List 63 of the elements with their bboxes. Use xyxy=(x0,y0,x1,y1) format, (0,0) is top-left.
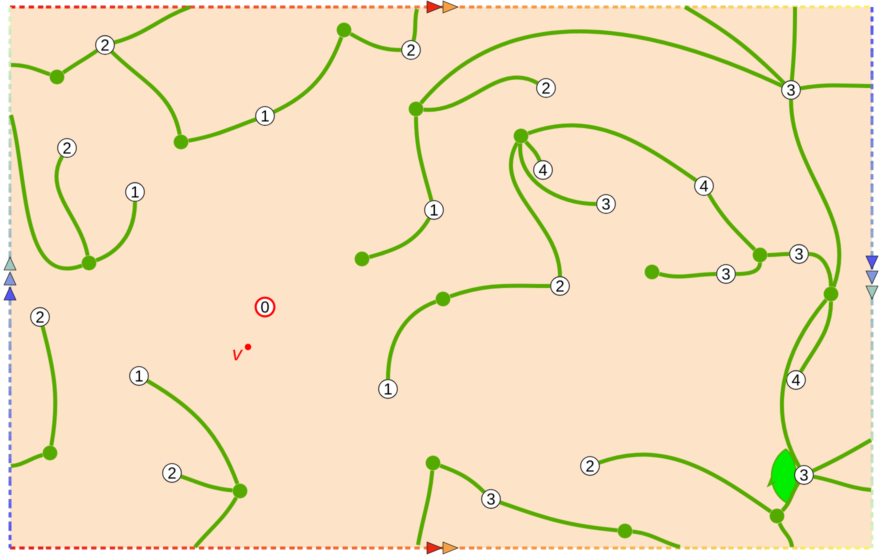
curve xyxy=(684,5,786,85)
curve xyxy=(188,117,257,143)
curve xyxy=(10,63,51,76)
curve xyxy=(813,474,872,492)
vertex-dot xyxy=(42,446,58,460)
curve xyxy=(780,482,800,512)
curve xyxy=(110,50,182,135)
curve xyxy=(499,500,618,532)
vertex-dot xyxy=(770,508,784,524)
curve xyxy=(598,452,772,514)
vertex-dot xyxy=(354,252,370,266)
curve xyxy=(790,6,797,80)
vertex-dot xyxy=(336,22,352,38)
vertex-dot xyxy=(426,456,440,470)
curve xyxy=(812,438,872,473)
curve xyxy=(386,300,437,380)
curve xyxy=(800,83,872,90)
curve xyxy=(368,217,431,259)
curve xyxy=(180,474,233,492)
curve xyxy=(736,262,762,276)
curve xyxy=(799,302,833,373)
curve xyxy=(10,453,44,468)
curve xyxy=(524,140,542,162)
curve xyxy=(272,36,344,114)
curve xyxy=(424,76,538,112)
curve xyxy=(518,144,596,206)
curve xyxy=(412,8,419,42)
curve xyxy=(40,326,58,446)
curve xyxy=(778,522,794,548)
vertex-dot xyxy=(436,292,450,306)
curve xyxy=(350,32,402,52)
vertex-dot xyxy=(618,524,632,538)
vertex-dot xyxy=(50,70,64,84)
vertex-dot xyxy=(174,134,188,150)
curve xyxy=(439,464,486,494)
curve xyxy=(707,193,756,252)
curve xyxy=(194,496,238,548)
curve xyxy=(808,252,833,286)
curve xyxy=(508,142,562,276)
curve xyxy=(62,48,98,74)
curve xyxy=(416,470,434,546)
curve xyxy=(632,530,681,549)
vertex-dot xyxy=(232,484,248,498)
curve xyxy=(419,30,783,105)
vertex-dot xyxy=(82,256,96,270)
curve xyxy=(528,123,698,182)
vertex-dot xyxy=(644,264,660,280)
curve xyxy=(146,379,240,485)
curve xyxy=(414,116,434,202)
curve xyxy=(114,5,191,44)
curve xyxy=(658,272,716,278)
curve xyxy=(95,202,137,262)
vertex-dot xyxy=(408,102,424,116)
vertex-dot xyxy=(752,248,768,262)
curve xyxy=(450,284,550,298)
curve xyxy=(780,298,828,468)
point-label: v xyxy=(233,350,243,360)
vertex-dot xyxy=(514,128,528,144)
vertex-dot xyxy=(824,286,838,302)
curve xyxy=(9,114,82,270)
curve xyxy=(54,156,90,256)
curve xyxy=(789,100,842,288)
curve xyxy=(768,252,790,257)
